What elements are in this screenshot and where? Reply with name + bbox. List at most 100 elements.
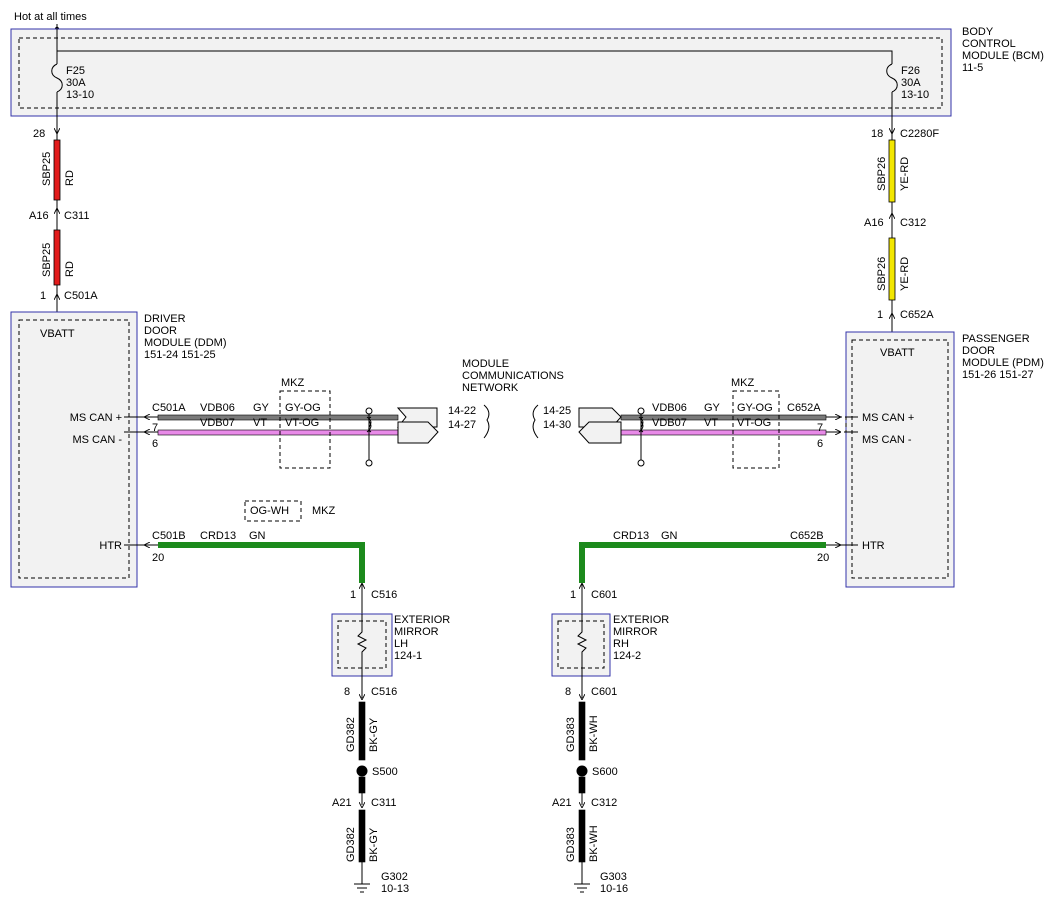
left-bkgy-b: BK-GY [368,827,380,862]
pdm-label-2: DOOR [962,345,995,357]
wire-gd382-mid [358,776,366,794]
right-sbp26-a: SBP26 [876,157,888,191]
right-vdb06: VDB06 [652,402,687,414]
left-crd13: CRD13 [200,530,236,542]
pdm-ms-can-minus: MS CAN - [862,434,912,446]
mirror-rh-label-2: MIRROR [613,626,658,638]
left-pin-28: 28 [33,128,45,140]
right-c652b: C652B [790,530,824,542]
left-mkz2: MKZ [312,505,336,517]
mirror-lh-heater-icon [356,614,368,676]
right-c601-b: C601 [591,686,617,698]
bcm-label-2: CONTROL [962,38,1016,50]
wire-gd383-lower [578,809,586,863]
hot-at-all-times-label: Hot at all times [14,11,87,23]
right-pin-7: 7 [817,422,823,434]
left-c311-b: C311 [371,797,396,809]
mirror-lh-label-1: EXTERIOR [394,614,450,626]
ddm-ms-can-plus: MS CAN + [70,412,122,424]
pdm-ms-can-plus: MS CAN + [862,412,914,424]
left-pin-7: 7 [152,422,158,434]
mirror-rh-heater-icon [576,614,588,676]
left-rd-b: RD [64,261,76,277]
left-sbp25-a: SBP25 [41,152,53,186]
wire-vdb07-left [157,429,399,436]
left-rd-a: RD [64,170,76,186]
right-pin-6: 6 [817,438,823,450]
mirror-rh-label-3: RH [613,638,629,650]
fuse-f26-ref: 13-10 [901,89,929,101]
left-c501b: C501B [152,530,186,542]
bcm-box [10,28,952,117]
wire-sbp26-lower [888,237,896,301]
pdm-label-3: MODULE (PDM) [962,357,1044,369]
right-crd13: CRD13 [613,530,649,542]
right-s600: S600 [592,766,618,778]
left-gd382-b: GD382 [345,827,357,862]
right-vt: VT [704,417,718,429]
pdm-label-1: PASSENGER [962,333,1030,345]
right-mirror-pin-8: 8 [565,686,571,698]
mirror-lh-label-2: MIRROR [394,626,439,638]
wire-vdb07-right [620,429,827,436]
right-pin-a16: A16 [864,217,884,229]
network-left-ref-2: 14-27 [448,419,476,431]
right-gd383-b: GD383 [565,827,577,862]
left-c501a-can: C501A [152,402,186,414]
right-g303-ref: 10-16 [600,883,628,895]
right-pin-20: 20 [817,552,829,564]
left-mkz: MKZ [281,377,305,389]
right-bkwh-a: BK-WH [588,715,600,752]
right-gy: GY [704,402,721,414]
right-c601-a: C601 [591,589,617,601]
ddm-label-2: DOOR [144,325,177,337]
bcm-label-3: MODULE (BCM) [962,50,1044,62]
left-og-wh: OG-WH [250,505,289,517]
wire-sbp26-upper [888,139,896,203]
wire-gd382-lower [358,809,366,863]
ground-g302-icon [354,883,370,893]
ddm-inner-dashed [18,319,130,579]
pdm-htr: HTR [862,540,885,552]
wire-crd13-left [158,542,365,583]
right-yerd-a: YE-RD [899,157,911,191]
right-gd383-a: GD383 [565,717,577,752]
splice-s600 [576,765,588,777]
left-gy-og: GY-OG [285,402,321,414]
left-c501a-power: C501A [64,290,98,302]
left-gd382-a: GD382 [345,717,357,752]
ddm-ref: 151-24 151-25 [144,349,216,361]
left-bkgy-a: BK-GY [368,717,380,752]
left-vt-og: VT-OG [285,417,319,429]
wire-crd13-right [579,542,826,583]
right-c652a-can: C652A [787,402,821,414]
right-mkz: MKZ [731,377,755,389]
fuse-f26-name: F26 [901,65,920,77]
left-sbp25-b: SBP25 [41,243,53,277]
mirror-rh-ref: 124-2 [613,650,641,662]
left-vdb07: VDB07 [200,417,235,429]
wire-sbp25-lower [53,229,61,286]
right-gn: GN [661,530,678,542]
right-pin-18: 18 [871,128,883,140]
bcm-label-1: BODY [962,26,994,38]
mirror-lh-ref: 124-1 [394,650,422,662]
wire-gd382-upper [358,701,366,761]
right-vdb07: VDB07 [652,417,687,429]
network-right-ref-2: 14-30 [543,419,571,431]
pdm-vbatt: VBATT [880,347,915,359]
network-label-3: NETWORK [462,382,519,394]
left-og-wh-dashed-box [244,500,302,522]
left-c311-a: C311 [64,210,89,222]
pdm-inner-dashed [851,339,949,579]
left-gy: GY [253,402,270,414]
wire-sbp25-upper [53,139,61,201]
ddm-label-1: DRIVER [144,313,186,325]
left-pin-20: 20 [152,552,164,564]
left-pin-a21: A21 [332,797,352,809]
ground-g303-icon [574,883,590,893]
right-pin-a21: A21 [552,797,572,809]
left-c516-a: C516 [371,589,397,601]
left-s500: S500 [372,766,398,778]
